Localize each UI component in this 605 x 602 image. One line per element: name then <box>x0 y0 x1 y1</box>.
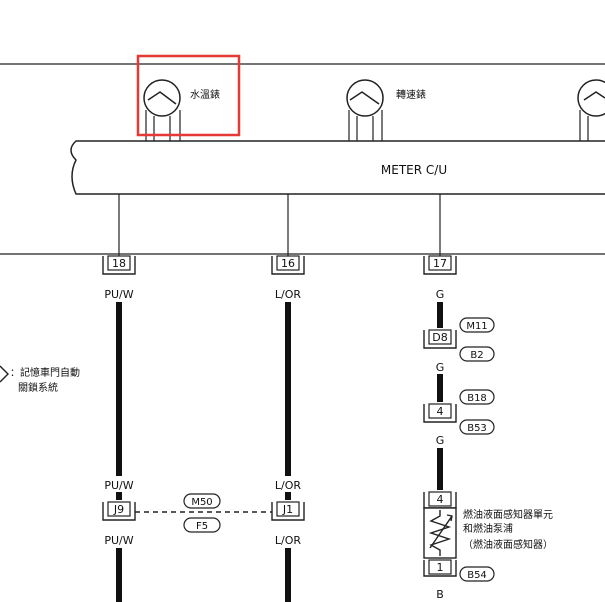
pin-17: 17 <box>423 255 457 275</box>
pin-16: 16 <box>271 255 305 275</box>
wire-label-left-bottom-lower: PU/W <box>104 534 133 547</box>
side-reference-line1: ：記憶車門自動 <box>10 366 80 379</box>
connector-j1: J1 <box>271 501 305 521</box>
svg-text:4: 4 <box>437 405 444 418</box>
gauge-dial-icon <box>577 79 605 117</box>
sensor-label-line2: 和燃油泵浦 <box>463 522 513 535</box>
oval-b53: B53 <box>459 419 495 435</box>
wire-label-left-top: PU/W <box>104 288 133 301</box>
svg-text:17: 17 <box>433 257 447 270</box>
meter-control-unit: METER C/U <box>70 140 605 195</box>
wire-label-right-top: G <box>436 288 445 301</box>
wire-label-right-4: G <box>436 434 445 447</box>
meter-cu-label: METER C/U <box>381 163 447 177</box>
oval-b18: B18 <box>459 389 495 405</box>
wire-label-mid-top: L/OR <box>275 288 301 301</box>
wire-label-mid-bottom-lower: L/OR <box>275 534 301 547</box>
svg-text:18: 18 <box>112 257 126 270</box>
svg-text:J9: J9 <box>113 503 124 516</box>
svg-text:F5: F5 <box>196 521 208 532</box>
oval-f5: F5 <box>183 517 221 533</box>
oval-b2: B2 <box>459 346 495 362</box>
tach-label: 轉速錶 <box>396 88 426 101</box>
svg-text:B2: B2 <box>470 350 483 361</box>
svg-text:B53: B53 <box>467 423 487 434</box>
highlight-box <box>136 54 241 137</box>
svg-text:J1: J1 <box>282 503 293 516</box>
oval-m11: M11 <box>459 317 495 333</box>
svg-text:M50: M50 <box>191 497 212 508</box>
svg-text:B54: B54 <box>467 570 487 581</box>
svg-text:4: 4 <box>437 493 444 506</box>
svg-text:1: 1 <box>437 561 444 574</box>
wire-label-right-d8: G <box>436 361 445 374</box>
sensor-label-line1: 燃油液面感知器單元 <box>463 508 553 521</box>
sensor-label-line3: （燃油液面感知器） <box>463 538 553 551</box>
gauge-dial-icon <box>143 79 181 117</box>
partial-gauge <box>577 79 605 141</box>
connector-4-top: 4 <box>423 403 457 423</box>
wire-label-mid-bottom-upper: L/OR <box>275 479 301 492</box>
side-reference-line2: 關鎖系統 <box>18 381 58 394</box>
svg-text:16: 16 <box>281 257 295 270</box>
tachometer-gauge: 轉速錶 <box>346 79 426 141</box>
pin-18: 18 <box>102 255 136 275</box>
variable-resistor-icon <box>428 510 452 556</box>
connector-j9: J9 <box>102 501 136 521</box>
water-temp-gauge: 水溫錶 <box>143 79 220 141</box>
svg-text:D8: D8 <box>432 331 447 344</box>
oval-m50: M50 <box>183 493 221 509</box>
oval-b54: B54 <box>459 566 495 582</box>
wire-label-left-bottom-upper: PU/W <box>104 479 133 492</box>
water-temp-label: 水溫錶 <box>190 89 220 101</box>
arrow-left-icon <box>0 365 9 383</box>
fuel-sensor-unit: 4 1 燃油液面感知器單元 和燃油泵浦 （燃油液面感知器） <box>423 491 553 577</box>
connector-d8: D8 <box>423 329 457 349</box>
wire-label-right-bottom: B <box>436 588 444 601</box>
svg-text:B18: B18 <box>467 393 487 404</box>
gauge-dial-icon <box>346 79 384 117</box>
svg-text:M11: M11 <box>466 321 487 332</box>
